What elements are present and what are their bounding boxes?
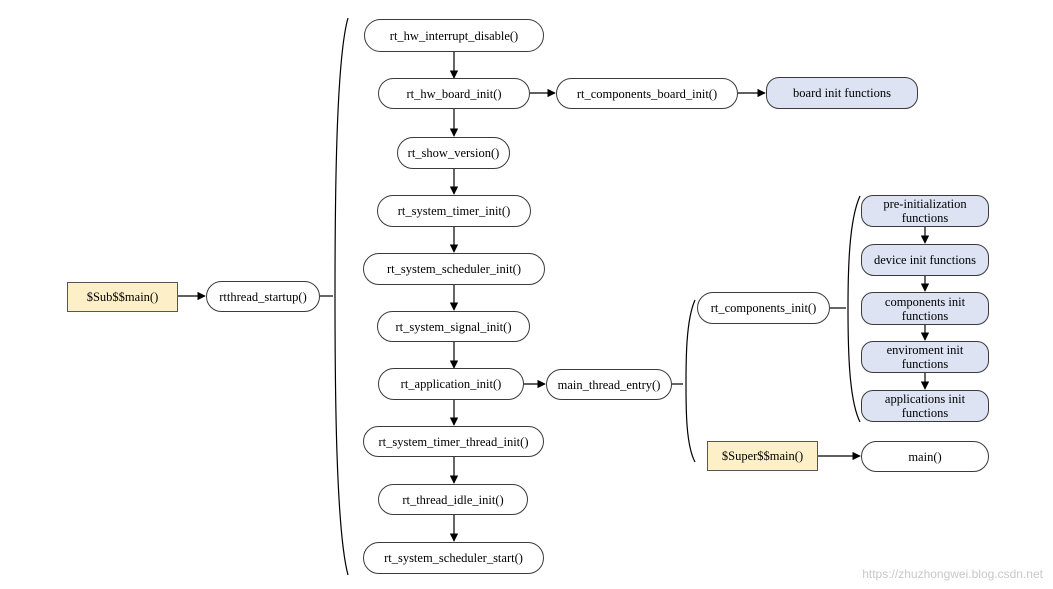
sub-main-node: $Sub$$main(): [67, 282, 178, 312]
main-thread-entry-node: main_thread_entry(): [546, 369, 672, 400]
system-timer-thread-init-node: rt_system_timer_thread_init(): [363, 426, 544, 457]
main-node: main(): [861, 441, 989, 472]
thread-idle-init-label: rt_thread_idle_init(): [402, 492, 504, 507]
hw-board-init-node: rt_hw_board_init(): [378, 78, 530, 109]
applications-init-functions-label-line2: functions: [901, 406, 949, 420]
thread-idle-init-node: rt_thread_idle_init(): [378, 484, 528, 515]
applications-init-functions-label-line1: applications init: [884, 392, 966, 406]
hw-interrupt-disable-label: rt_hw_interrupt_disable(): [389, 28, 519, 43]
pre-initialization-label-line1: pre-initialization: [883, 197, 967, 211]
super-main-node: $Super$$main(): [707, 441, 818, 471]
sub-main-label: $Sub$$main(): [86, 290, 159, 304]
pre-initialization-label-line2: functions: [901, 211, 949, 225]
system-scheduler-init-node: rt_system_scheduler_init(): [363, 253, 545, 285]
system-scheduler-start-node: rt_system_scheduler_start(): [363, 542, 544, 574]
enviroment-init-functions-label-line2: functions: [901, 357, 949, 371]
system-timer-init-node: rt_system_timer_init(): [377, 195, 531, 227]
enviroment-init-functions-node: enviroment init functions: [861, 341, 989, 373]
system-signal-init-label: rt_system_signal_init(): [395, 319, 512, 334]
application-init-label: rt_application_init(): [400, 377, 502, 391]
applications-init-functions-node: applications init functions: [861, 390, 989, 422]
thread-brace: [685, 299, 696, 463]
system-timer-thread-init-label: rt_system_timer_thread_init(): [378, 434, 529, 449]
components-brace: [847, 195, 861, 423]
show-version-label: rt_show_version(): [407, 146, 500, 160]
super-main-label: $Super$$main(): [721, 449, 804, 463]
board-init-functions-node: board init functions: [766, 77, 918, 109]
board-init-functions-label: board init functions: [793, 86, 891, 100]
components-init-functions-label-line2: functions: [901, 308, 949, 323]
system-scheduler-init-label: rt_system_scheduler_init(): [387, 262, 521, 276]
enviroment-init-functions-label-line1: enviroment init: [886, 343, 964, 357]
main-label: main(): [908, 449, 942, 464]
components-init-label: rt_components_init(): [710, 301, 817, 315]
hw-interrupt-disable-node: rt_hw_interrupt_disable(): [364, 19, 544, 52]
components-board-init-node: rt_components_board_init(): [556, 78, 738, 109]
system-timer-init-label: rt_system_timer_init(): [397, 204, 511, 218]
watermark: https://zhuzhongwei.blog.csdn.net: [862, 567, 1043, 581]
system-signal-init-node: rt_system_signal_init(): [377, 311, 530, 342]
components-board-init-label: rt_components_board_init(): [576, 86, 718, 101]
main-thread-entry-label: main_thread_entry(): [557, 377, 661, 392]
components-init-node: rt_components_init(): [697, 292, 830, 324]
rtthread-startup-label: rtthread_startup(): [219, 289, 307, 304]
device-init-functions-node: device init functions: [861, 244, 989, 276]
components-init-functions-node: components init functions: [861, 292, 989, 325]
rtthread-startup-node: rtthread_startup(): [206, 281, 320, 312]
device-init-functions-label: device init functions: [873, 253, 977, 267]
show-version-node: rt_show_version(): [397, 137, 510, 169]
system-scheduler-start-label: rt_system_scheduler_start(): [384, 551, 523, 565]
components-init-functions-label-line1: components init: [884, 294, 966, 309]
application-init-node: rt_application_init(): [378, 368, 524, 400]
hw-board-init-label: rt_hw_board_init(): [406, 86, 502, 101]
pre-initialization-functions-node: pre-initialization functions: [861, 195, 989, 227]
main-brace: [334, 17, 349, 576]
